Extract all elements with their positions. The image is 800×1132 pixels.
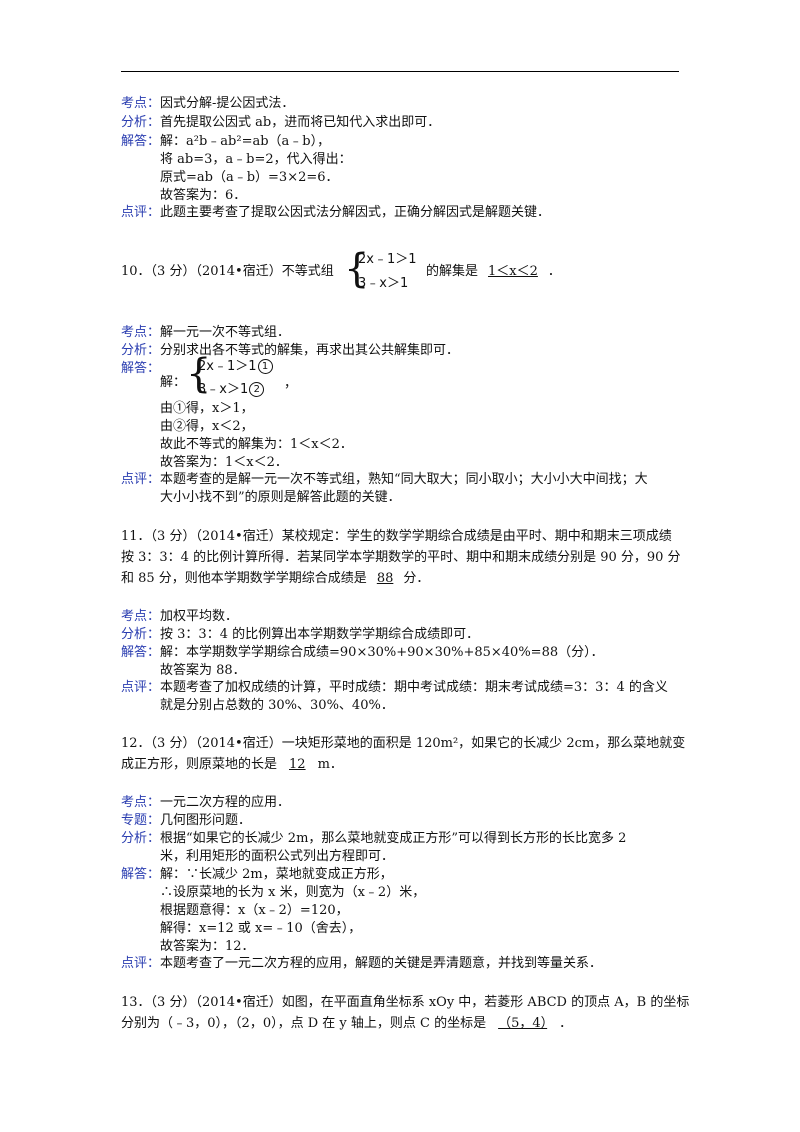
q9-jieda-line: 原式=ab（a﹣b）=3×2=6． <box>160 170 339 185</box>
kaodian-label: 考点： <box>121 795 161 810</box>
dianping-label: 点评： <box>121 680 161 695</box>
q9-jieda-line: 将 ab=3，a﹣b=2，代入得出： <box>160 152 352 167</box>
q10-jieda-suffix: ， <box>284 376 298 391</box>
dianping-label: 点评： <box>121 205 161 220</box>
q13-stem: 13．（3 分）（2014•宿迁）如图，在平面直角坐标系 xOy 中，若菱形 A… <box>121 995 690 1010</box>
q10-inequality-system: { 2x﹣1＞1 3﹣x＞1 <box>344 244 424 300</box>
q11-stem: 11．（3 分）（2014•宿迁）某校规定：学生的数学学期综合成绩是由平时、期中… <box>121 529 672 544</box>
q9-jieda-line: 故答案为：6． <box>160 188 247 203</box>
q12-fenxi: 分析：根据“如果它的长减少 2m，那么菜地就变成正方形”可以得到长方形的长比宽多… <box>121 831 627 846</box>
q12-kaodian: 考点：一元二次方程的应用． <box>121 795 291 810</box>
brace-icon: { <box>186 351 212 397</box>
q10-dianping-cont: 大小小找不到”的原则是解答此题的关键． <box>160 490 401 505</box>
q12-jieda-line: 根据题意得：x（x﹣2）=120， <box>160 903 349 918</box>
zhuanti-label: 专题： <box>121 813 161 828</box>
jieda-label: 解答： <box>121 361 161 376</box>
q12-answer: 12 <box>289 757 306 772</box>
q12-jieda: 解答：解：∵长减少 2m，菜地就变成正方形， <box>121 867 393 882</box>
circle-one-icon: 1 <box>257 359 273 374</box>
q12-dianping: 点评：本题考查了一元二次方程的应用，解题的关键是弄清题意，并找到等量关系． <box>121 956 603 971</box>
q10-answer: 1＜x＜2 <box>488 264 538 279</box>
q12-jieda-line: ∴设原菜地的长为 x 米，则宽为（x﹣2）米， <box>160 885 426 900</box>
q10-jieda-label: 解答： <box>121 361 160 377</box>
q10-jieda-prefix: 解： <box>160 375 187 390</box>
q12-jieda-line: 解得：x=12 或 x=﹣10（舍去）， <box>160 921 362 936</box>
jieda-label: 解答： <box>121 134 161 149</box>
q11-dianping-cont: 就是分别占总数的 30%、30%、40%． <box>160 698 394 713</box>
circle-two-icon: 2 <box>249 382 265 397</box>
q10-dianping: 点评：本题考查的是解一元一次不等式组，熟知“同大取大；同小取小；大小小大中间找；… <box>121 472 648 487</box>
header-rule <box>121 71 679 72</box>
brace-icon: { <box>344 246 370 292</box>
q10-jieda-line: 由②得，x＜2， <box>160 419 254 434</box>
fenxi-label: 分析： <box>121 627 161 642</box>
q11-jieda: 解答：解：本学期数学学期综合成绩=90×30%+90×30%+85×40%=88… <box>121 645 604 660</box>
q11-stem: 按 3：3：4 的比例计算所得．若某同学本学期数学的平时、期中和期末成绩分别是 … <box>121 550 681 565</box>
dianping-label: 点评： <box>121 956 161 971</box>
q9-kaodian: 考点：因式分解-提公因式法． <box>121 96 295 111</box>
jieda-label: 解答： <box>121 645 161 660</box>
fenxi-label: 分析： <box>121 343 161 358</box>
q11-jieda-line: 故答案为 88． <box>160 663 246 678</box>
kaodian-label: 考点： <box>121 609 161 624</box>
fenxi-label: 分析： <box>121 831 161 846</box>
q11-kaodian: 考点：加权平均数． <box>121 609 239 624</box>
q12-stem: 12．（3 分）（2014•宿迁）一块矩形菜地的面积是 120m²，如果它的长减… <box>121 736 686 751</box>
q12-zhuanti: 专题：几何图形问题． <box>121 813 252 828</box>
q13-stem: 分别为（﹣3，0），（2，0），点 D 在 y 轴上，则点 C 的坐标是（5，4… <box>121 1016 573 1031</box>
q10-fenxi: 分析：分别求出各不等式的解集，再求出其公共解集即可． <box>121 343 460 358</box>
q10-stem-prefix: 10．（3 分）（2014•宿迁）不等式组 <box>121 264 334 279</box>
q10-jieda-line: 由①得，x＞1， <box>160 401 254 416</box>
kaodian-label: 考点： <box>121 325 161 340</box>
q12-fenxi-cont: 米，利用矩形的面积公式列出方程即可． <box>160 849 395 864</box>
dianping-label: 点评： <box>121 472 161 487</box>
q9-fenxi: 分析：首先提取公因式 ab，进而将已知代入求出即可． <box>121 115 441 130</box>
q9-jieda: 解答：解：a²b﹣ab²=ab（a﹣b）， <box>121 134 331 149</box>
q11-dianping: 点评：本题考查了加权成绩的计算，平时成绩：期中考试成绩：期末考试成绩=3：3：4… <box>121 680 668 695</box>
system-row: 2x﹣1＞1 <box>358 252 417 267</box>
q9-dianping: 点评：此题主要考查了提取公因式法分解因式，正确分解因式是解题关键． <box>121 205 551 220</box>
q10-jieda-line: 故此不等式的解集为：1＜x＜2． <box>160 437 353 452</box>
jieda-label: 解答： <box>121 867 161 882</box>
system-row: 3﹣x＞1 <box>358 276 409 291</box>
q10-kaodian: 考点：解一元一次不等式组． <box>121 325 291 340</box>
q12-jieda-line: 故答案为：12． <box>160 939 255 954</box>
fenxi-label: 分析： <box>121 115 161 130</box>
q11-answer: 88 <box>376 571 394 586</box>
q11-fenxi: 分析：按 3：3：4 的比例算出本学期数学学期综合成绩即可． <box>121 627 480 642</box>
q10-jieda-line: 故答案为：1＜x＜2． <box>160 455 288 470</box>
q13-answer: （5，4） <box>498 1016 548 1031</box>
kaodian-label: 考点： <box>121 96 161 111</box>
